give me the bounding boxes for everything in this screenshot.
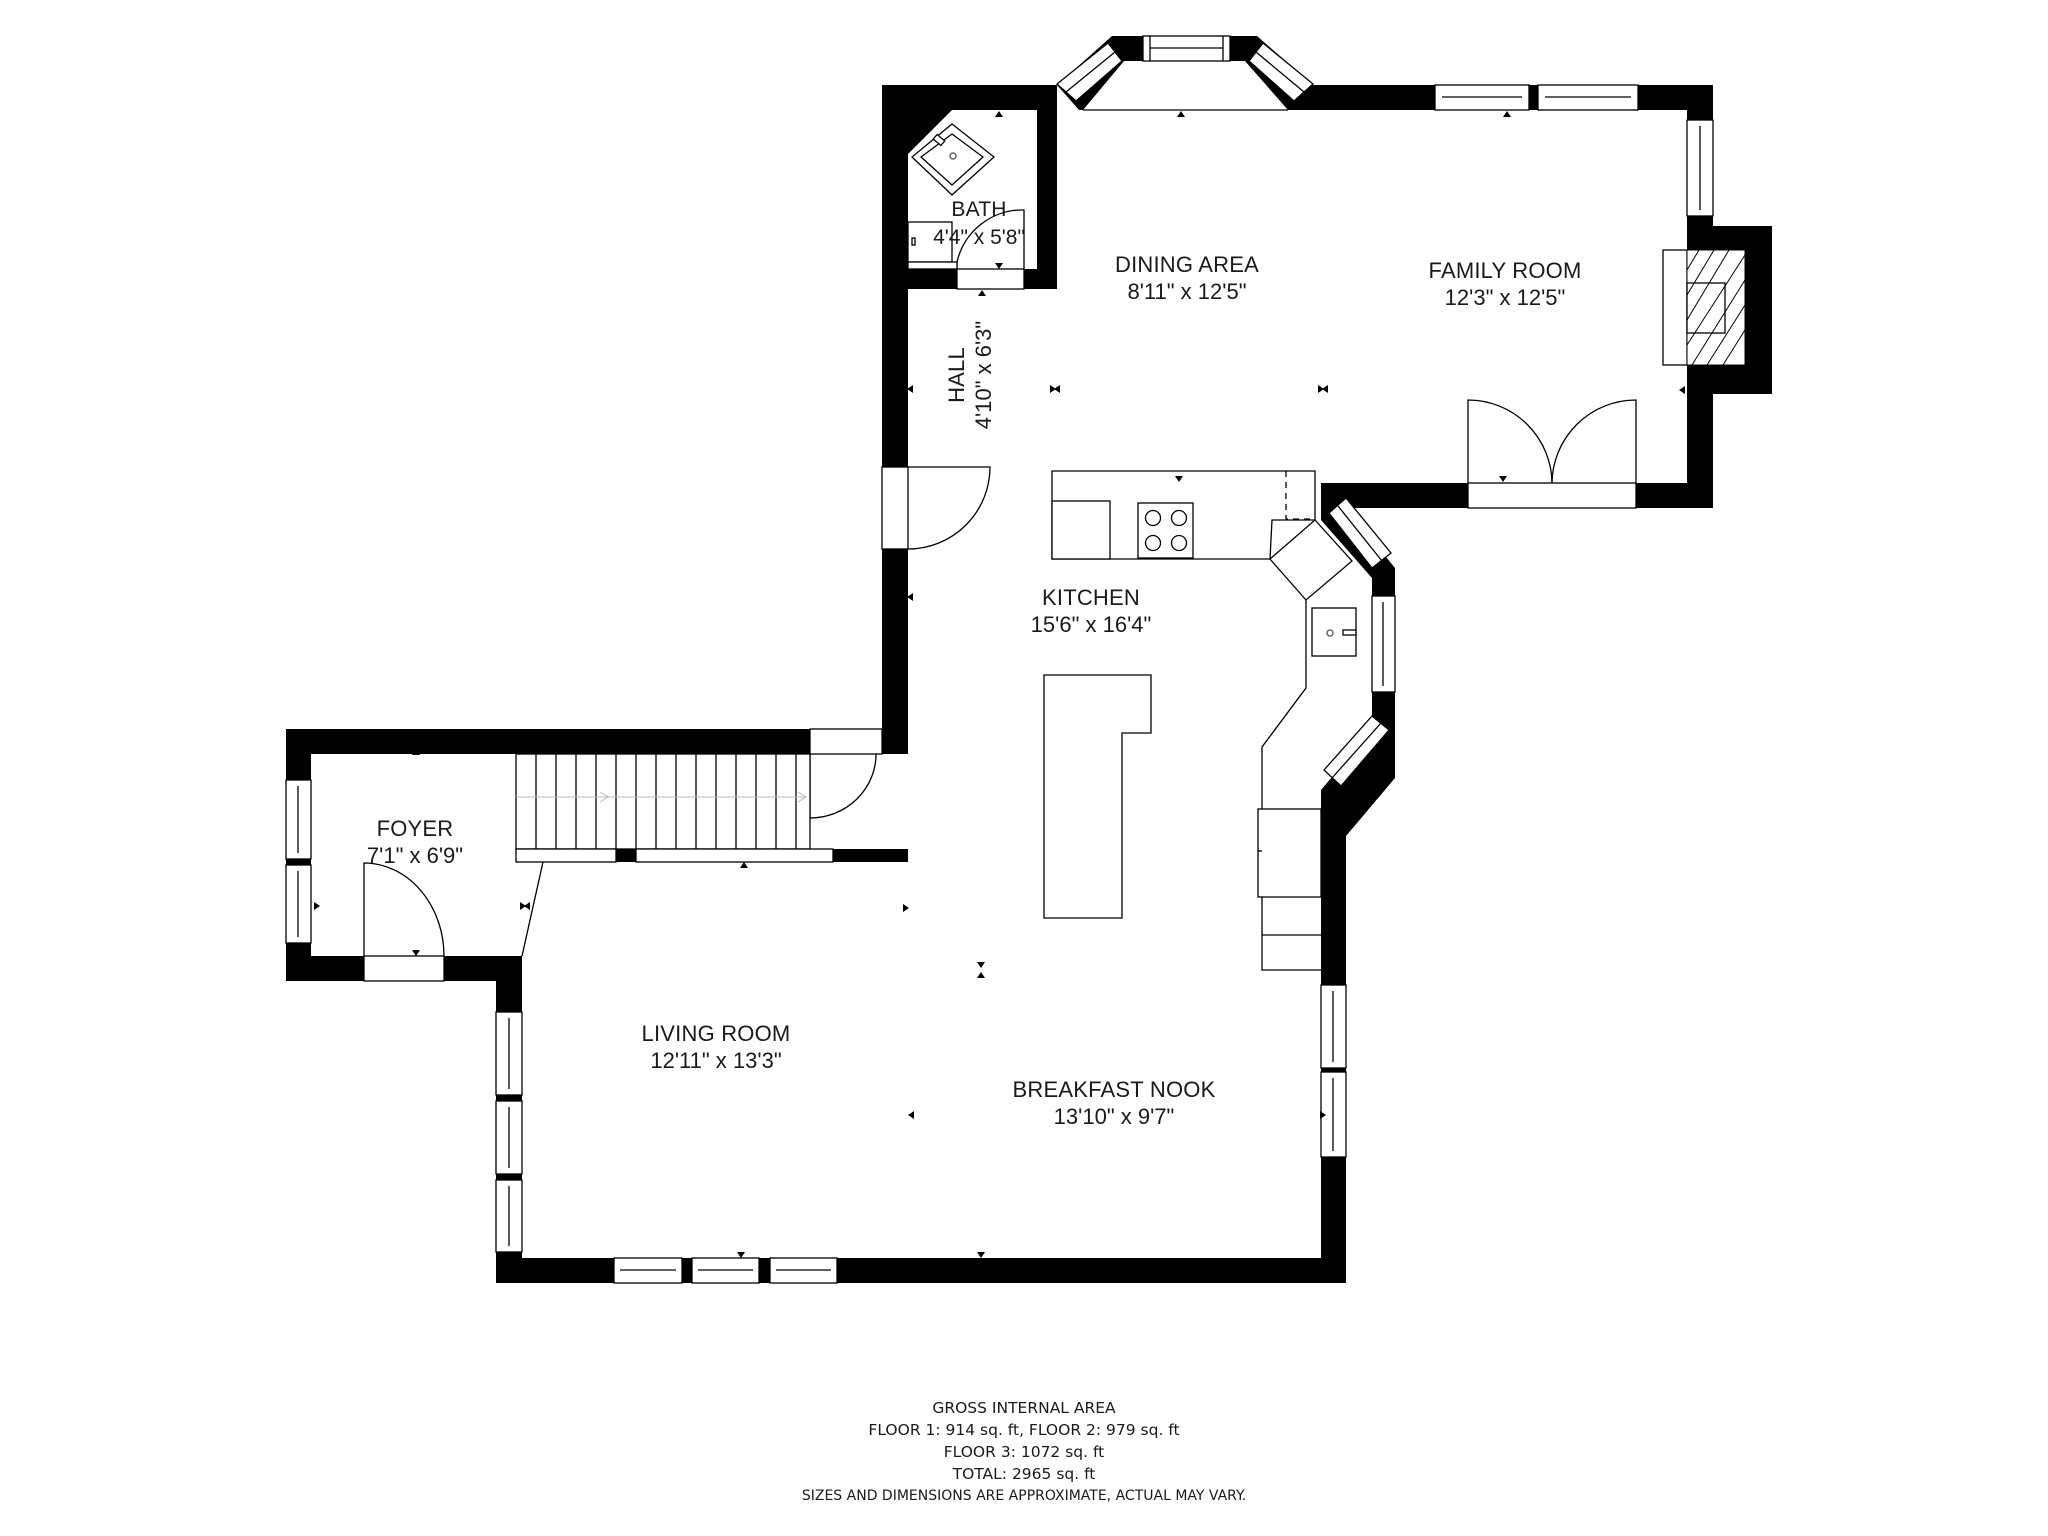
windows — [285, 84, 1714, 1284]
bay-window-dining — [1055, 35, 1314, 111]
room-label-dining: DINING AREA 8'11" x 12'5" — [1115, 251, 1259, 305]
room-dimensions: 8'11" x 12'5" — [1127, 279, 1247, 304]
room-dimensions: 4'4" x 5'8" — [933, 226, 1025, 249]
room-name: HALL — [944, 347, 969, 403]
shower — [911, 123, 996, 196]
doors — [363, 209, 1637, 982]
bath-vanity — [907, 221, 958, 270]
area-floor-3: FLOOR 3: 1072 sq. ft — [943, 1443, 1105, 1461]
fireplace — [1662, 249, 1746, 366]
area-floors-1-2: FLOOR 1: 914 sq. ft, FLOOR 2: 979 sq. ft — [868, 1421, 1180, 1439]
kitchen-sink-counter — [1257, 600, 1357, 971]
kitchen-island — [1043, 674, 1152, 919]
room-name: BREAKFAST NOOK — [1012, 1077, 1216, 1102]
room-name: KITCHEN — [1042, 585, 1140, 610]
room-label-foyer: FOYER 7'1" x 6'9" — [367, 815, 463, 869]
room-dimensions: 15'6" x 16'4" — [1030, 612, 1152, 637]
area-total: TOTAL: 2965 sq. ft — [952, 1465, 1096, 1483]
room-name: FOYER — [376, 816, 454, 841]
area-disclaimer: SIZES AND DIMENSIONS ARE APPROXIMATE, AC… — [801, 1488, 1247, 1504]
room-label-hall: HALL 4'10" x 6'3" — [943, 321, 997, 429]
room-label-breakfast: BREAKFAST NOOK 13'10" x 9'7" — [1013, 1076, 1216, 1130]
room-name: DINING AREA — [1114, 252, 1260, 277]
gross-area-summary: GROSS INTERNAL AREA FLOOR 1: 914 sq. ft,… — [802, 1397, 1246, 1507]
room-dimensions: 12'3" x 12'5" — [1444, 285, 1566, 310]
room-dimensions: 12'11" x 13'3" — [650, 1048, 782, 1073]
room-label-bath: BATH 4'4" x 5'8" — [933, 196, 1025, 252]
kitchen-corner-cabinet — [1269, 519, 1353, 601]
room-name: LIVING ROOM — [641, 1021, 791, 1046]
dimension-markers — [314, 111, 1685, 1258]
room-name: FAMILY ROOM — [1428, 258, 1582, 283]
room-dimensions: 4'10" x 6'3" — [971, 320, 996, 430]
cooktop — [1137, 502, 1194, 559]
area-title: GROSS INTERNAL AREA — [932, 1399, 1116, 1417]
room-name: BATH — [951, 198, 1007, 221]
room-label-living: LIVING ROOM 12'11" x 13'3" — [642, 1020, 791, 1074]
room-label-kitchen: KITCHEN 15'6" x 16'4" — [1031, 584, 1152, 638]
room-dimensions: 7'1" x 6'9" — [366, 843, 464, 868]
staircase — [515, 753, 834, 863]
room-dimensions: 13'10" x 9'7" — [1053, 1104, 1175, 1129]
room-label-family: FAMILY ROOM 12'3" x 12'5" — [1429, 257, 1582, 311]
